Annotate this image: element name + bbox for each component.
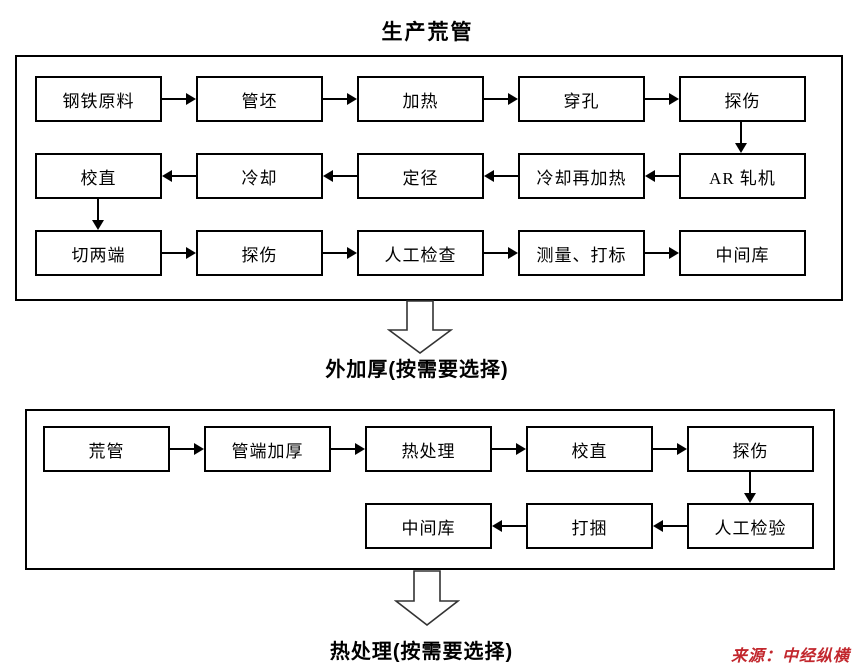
- flow-node: 探伤: [687, 426, 814, 472]
- flow-node: 中间库: [365, 503, 492, 549]
- flow-node: 中间库: [679, 230, 806, 276]
- flow-node: 热处理: [365, 426, 492, 472]
- flow-node: 人工检验: [687, 503, 814, 549]
- flow-node: 冷却: [196, 153, 323, 199]
- flow-node: 管坯: [196, 76, 323, 122]
- arrow-right-icon: [492, 443, 526, 455]
- arrow-right-icon: [323, 93, 357, 105]
- arrow-right-icon: [162, 93, 196, 105]
- section-label-thickening: 外加厚(按需要选择): [325, 359, 509, 381]
- flow-node: 加热: [357, 76, 484, 122]
- arrow-right-icon: [170, 443, 204, 455]
- flow-node: 探伤: [679, 76, 806, 122]
- section-label-heat-treatment: 热处理(按需要选择): [329, 641, 514, 663]
- flow-node: 定径: [357, 153, 484, 199]
- arrow-right-icon: [162, 247, 196, 259]
- arrow-right-icon: [653, 443, 687, 455]
- arrow-left-icon: [653, 520, 687, 532]
- flow-node: 打捆: [526, 503, 653, 549]
- arrow-left-icon: [492, 520, 526, 532]
- flow-node: 探伤: [196, 230, 323, 276]
- arrow-left-icon: [484, 170, 518, 182]
- flow-node: 测量、打标: [518, 230, 645, 276]
- flow-node: 穿孔: [518, 76, 645, 122]
- page-title: 生产荒管: [381, 21, 474, 44]
- big-down-arrow-icon: [387, 300, 453, 354]
- arrow-down-icon: [744, 472, 756, 503]
- arrow-left-icon: [162, 170, 196, 182]
- arrow-right-icon: [484, 247, 518, 259]
- flow-node: AR 轧机: [679, 153, 806, 199]
- flow-node: 人工检查: [357, 230, 484, 276]
- arrow-right-icon: [645, 93, 679, 105]
- arrow-right-icon: [645, 247, 679, 259]
- arrow-down-icon: [735, 122, 747, 153]
- arrow-left-icon: [323, 170, 357, 182]
- arrow-left-icon: [645, 170, 679, 182]
- source-credit: 来源：中经纵横: [730, 648, 850, 665]
- flow-node: 管端加厚: [204, 426, 331, 472]
- arrow-right-icon: [484, 93, 518, 105]
- flow-node: 校直: [35, 153, 162, 199]
- flow-node: 校直: [526, 426, 653, 472]
- arrow-right-icon: [323, 247, 357, 259]
- flow-node: 冷却再加热: [518, 153, 645, 199]
- arrow-right-icon: [331, 443, 365, 455]
- arrow-down-icon: [92, 199, 104, 230]
- flow-node: 钢铁原料: [35, 76, 162, 122]
- flow-node: 荒管: [43, 426, 170, 472]
- flow-node: 切两端: [35, 230, 162, 276]
- big-down-arrow-icon: [394, 570, 460, 626]
